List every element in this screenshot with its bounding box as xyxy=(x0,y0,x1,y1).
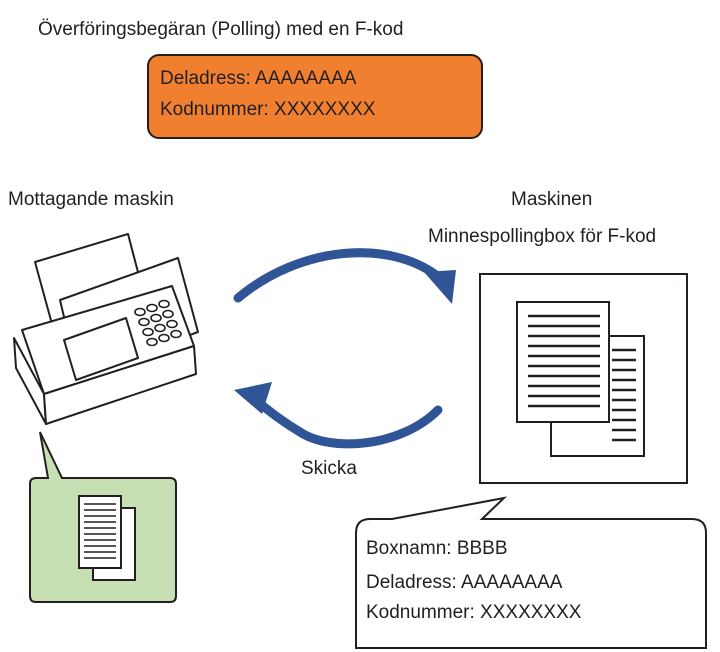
polling-request-arrow xyxy=(233,248,456,304)
send-label: Skicka xyxy=(301,458,357,479)
request-passcode: Kodnummer: XXXXXXXX xyxy=(160,99,376,120)
page-title: Överföringsbegäran (Polling) med en F-ko… xyxy=(38,19,404,40)
send-arrow xyxy=(234,382,443,449)
box-sub-address-line: Deladress: AAAAAAAA xyxy=(366,572,563,593)
box-info-callout xyxy=(355,496,707,649)
polling-request-box: Deladress: AAAAAAAA Kodnummer: XXXXXXXX xyxy=(147,54,483,139)
polling-box-label: Minnespollingbox för F-kod xyxy=(428,226,657,247)
stored-document-icon xyxy=(516,301,645,457)
machine-label: Maskinen xyxy=(511,189,593,210)
box-passcode-line: Kodnummer: XXXXXXXX xyxy=(366,602,582,623)
request-sub-address: Deladress: AAAAAAAA xyxy=(160,68,357,89)
fax-machine-icon xyxy=(13,233,199,425)
received-document-icon xyxy=(78,495,136,581)
box-name-line: Boxnamn: BBBB xyxy=(366,538,508,559)
receiving-machine-label: Mottagande maskin xyxy=(8,189,174,210)
